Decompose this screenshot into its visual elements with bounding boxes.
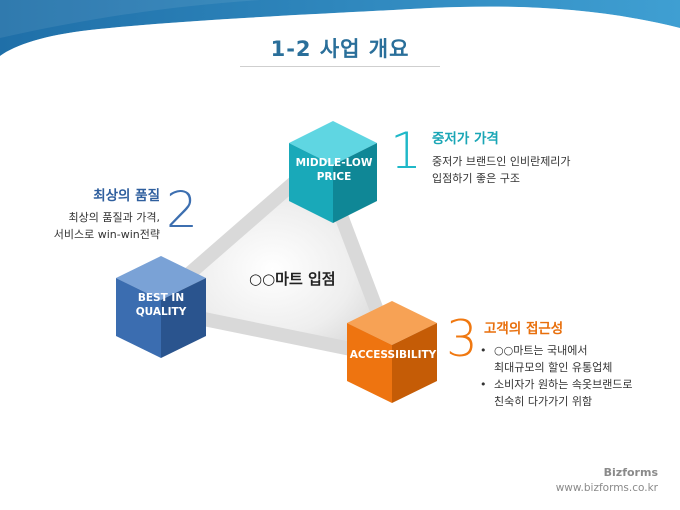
bullet-text-line: ○○마트는 국내에서 (494, 344, 588, 357)
cube-best-in-quality (116, 256, 206, 358)
cube-label-middle-low-price: MIDDLE-LOW PRICE (295, 157, 373, 183)
bullet-marker: • (480, 378, 487, 391)
item-description-2: 최상의 품질과 가격, 서비스로 win-win전략 (22, 209, 160, 243)
item-number-3: 3 (446, 310, 478, 368)
cube-label-best-in-quality: BEST IN QUALITY (135, 292, 187, 318)
bullet-item: • ○○마트는 국내에서 최대규모의 할인 유통업체 (480, 342, 670, 376)
item-description-2-line: 서비스로 win-win전략 (53, 228, 160, 241)
item-heading-3: 고객의 접근성 (484, 321, 564, 337)
cube-label-accessibility: ACCESSIBILITY (349, 349, 437, 361)
bullet-marker: • (480, 344, 487, 357)
item-description-2-line: 최상의 품질과 가격, (68, 211, 160, 224)
cube-accessibility (347, 301, 437, 403)
bullet-text-line: 최대규모의 할인 유통업체 (494, 361, 613, 374)
item-heading-1: 중저가 가격 (432, 131, 499, 147)
item-heading-2: 최상의 품질 (93, 188, 160, 204)
slide-title: 1-2 사업 개요 (270, 37, 410, 61)
header-wave-decoration (0, 0, 680, 60)
footer-url[interactable]: www.bizforms.co.kr (555, 482, 658, 494)
bullet-text-line: 소비자가 원하는 속옷브랜드로 (494, 378, 633, 391)
item-bullet-list-3: • ○○마트는 국내에서 최대규모의 할인 유통업체 • 소비자가 원하는 속옷… (480, 342, 670, 410)
item-description-1: 중저가 브랜드인 인비란제리가 입점하기 좋은 구조 (432, 153, 571, 187)
title-divider (240, 66, 440, 67)
center-label: ○○마트 입점 (249, 270, 336, 288)
cube-middle-low-price (289, 121, 377, 223)
item-description-1-line: 중저가 브랜드인 인비란제리가 (432, 155, 571, 168)
footer-brand: Bizforms (603, 466, 658, 479)
item-description-1-line: 입점하기 좋은 구조 (432, 172, 520, 185)
item-number-1: 1 (390, 122, 422, 180)
item-number-2: 2 (166, 181, 198, 239)
bullet-item: • 소비자가 원하는 속옷브랜드로 친숙히 다가가기 위함 (480, 376, 670, 410)
bullet-text-line: 친숙히 다가가기 위함 (494, 395, 593, 408)
